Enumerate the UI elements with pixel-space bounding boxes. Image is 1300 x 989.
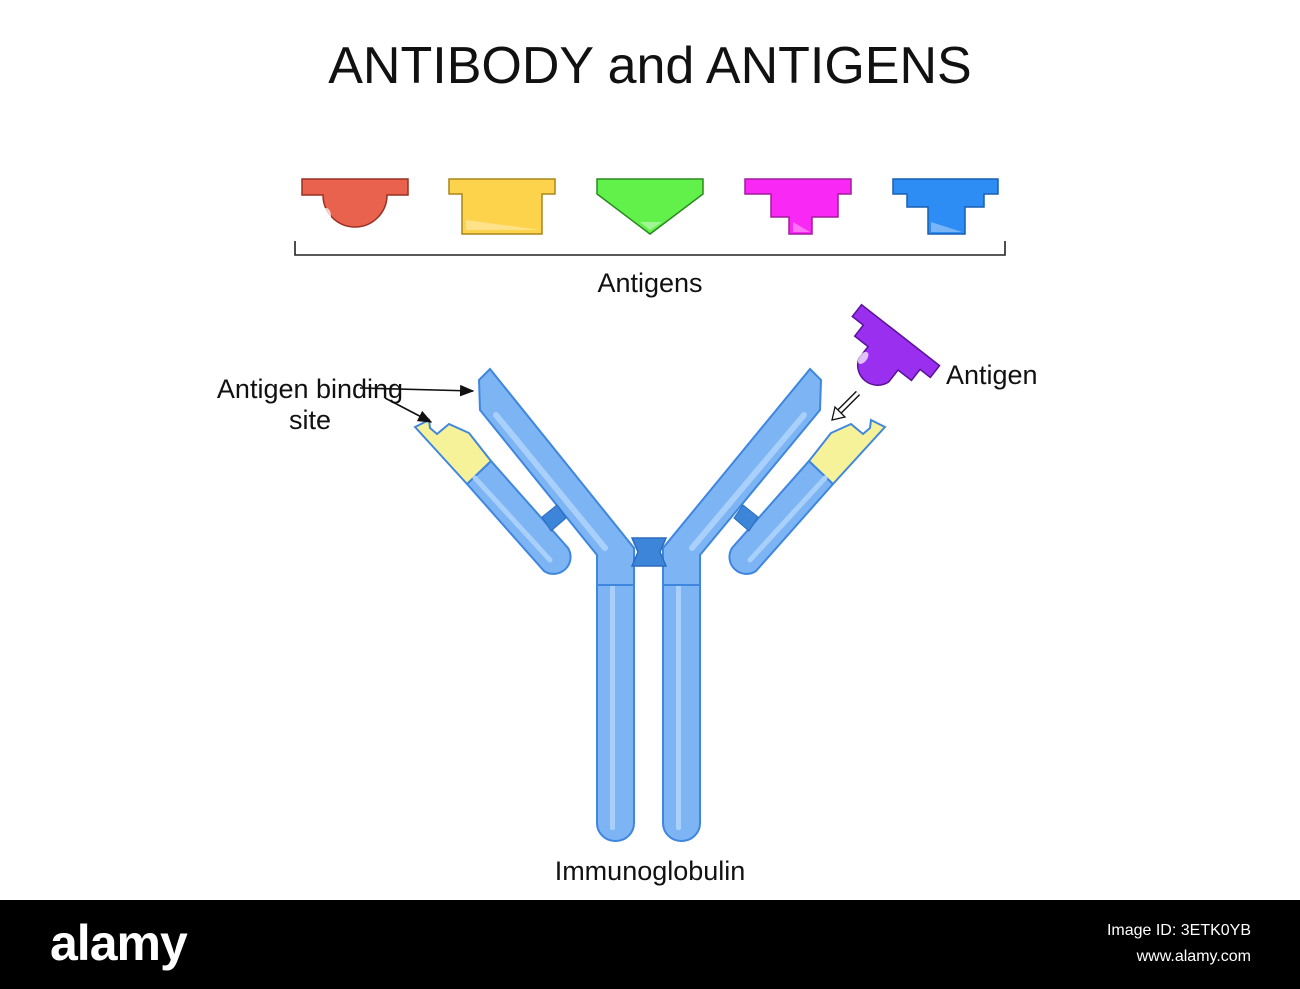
binding-site-pointer-lower: [384, 397, 433, 423]
antigen-purple: [851, 303, 941, 386]
antigen-row: [301, 178, 999, 235]
diagram-canvas: [294, 178, 1006, 842]
light-chain-right: [728, 418, 887, 575]
binding-direction-arrow: [831, 390, 861, 421]
antigen-blue: [892, 178, 999, 235]
alamy-logo: alamy: [50, 915, 188, 971]
image-id-text: Image ID: 3ETK0YB: [1106, 922, 1251, 939]
antibody-diagram: [294, 178, 1006, 842]
heavy-chain-stem-left: [596, 547, 635, 842]
immunoglobulin-label: Immunoglobulin: [554, 856, 746, 886]
light-chain-left: [413, 418, 572, 575]
stock-footer: alamy Image ID: 3ETK0YB www.alamy.com: [0, 900, 1300, 989]
antigen-green: [596, 178, 704, 235]
antibody: [413, 367, 887, 842]
heavy-chain-arm-left: [477, 367, 635, 586]
antigens-label: Antigens: [597, 268, 703, 298]
antigen-red: [301, 178, 409, 228]
antigen-binding-site-label: Antigen binding site: [216, 374, 404, 435]
heavy-chain-stem-right: [662, 547, 701, 842]
antigen-magenta: [744, 178, 852, 235]
site-url-text: www.alamy.com: [1136, 948, 1251, 965]
antigen-label: Antigen: [946, 360, 1038, 390]
hinge-region: [630, 537, 668, 567]
antigen-yellow: [448, 178, 556, 235]
antigens-bracket: [294, 241, 1006, 256]
binding-site-pointer-upper: [359, 384, 475, 397]
page-title: ANTIBODY and ANTIGENS: [328, 37, 972, 95]
